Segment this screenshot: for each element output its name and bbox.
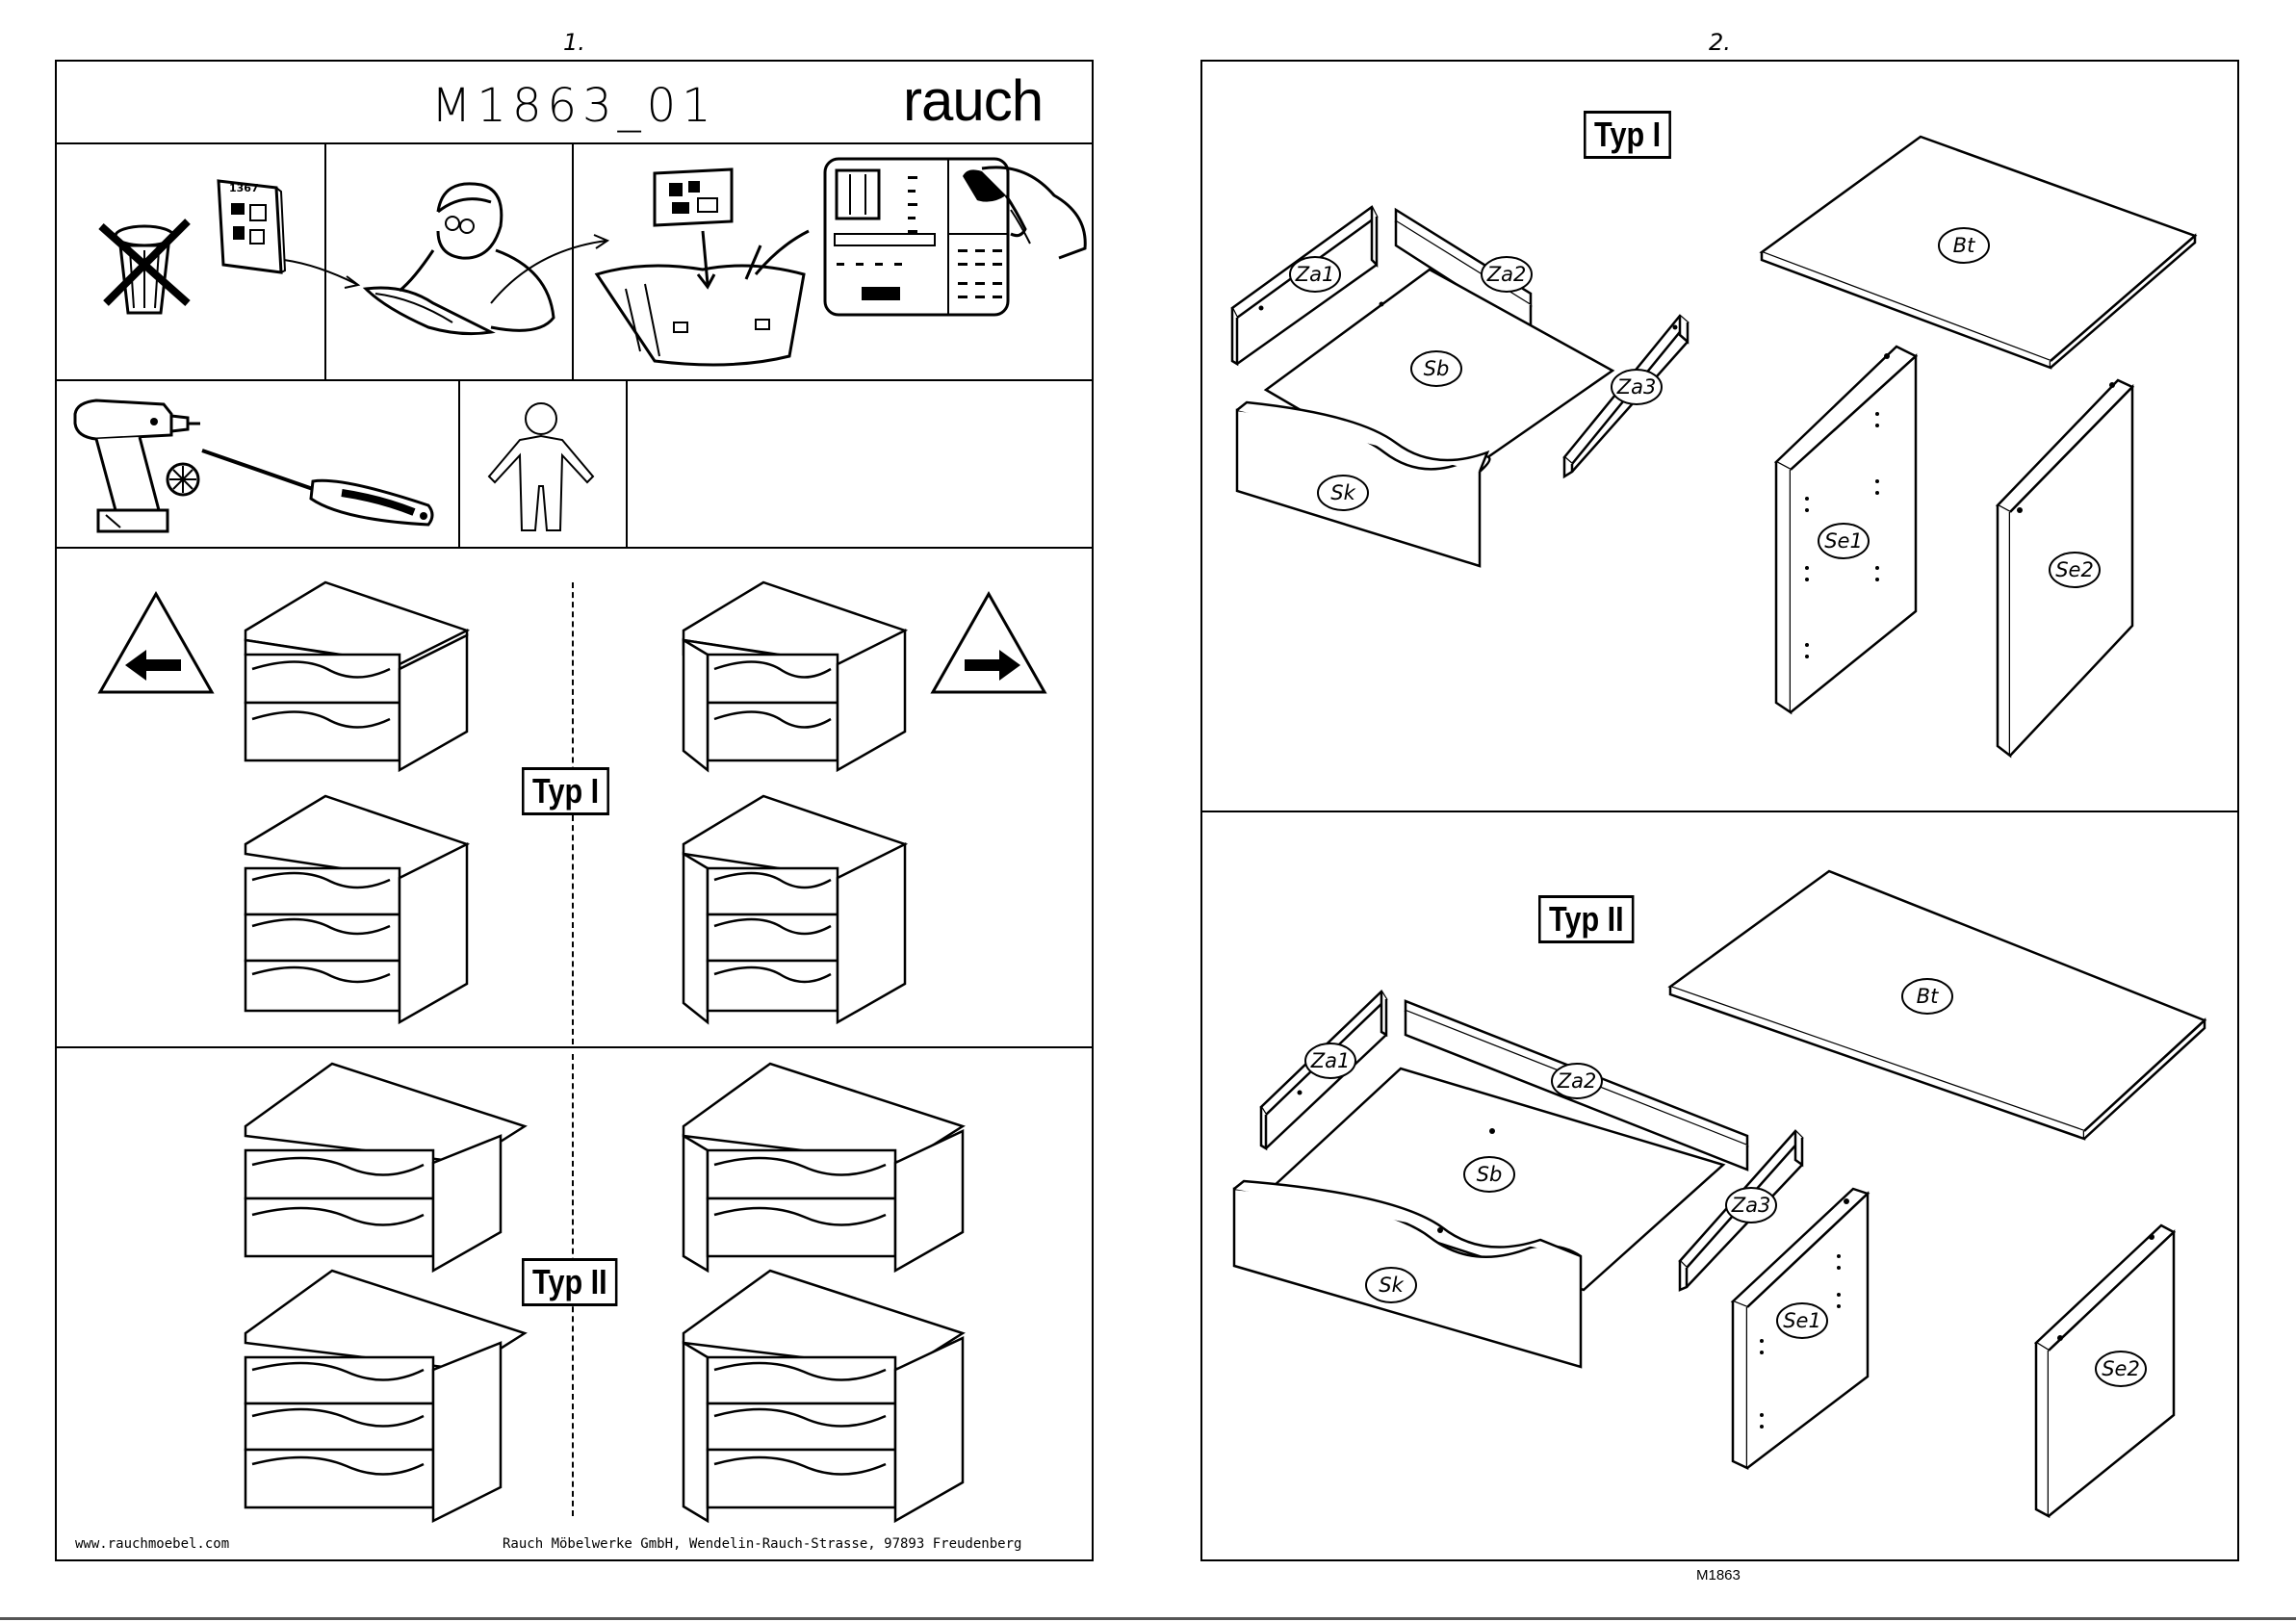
phillips-bit-icon <box>164 460 202 499</box>
cabinet-3drawer-right <box>679 791 910 1037</box>
brand-logo: rauch <box>903 67 1043 134</box>
header-divider <box>55 142 1094 144</box>
label2-sk: Sk <box>1379 1274 1404 1297</box>
file-folder-icon <box>587 164 818 375</box>
label-se2: Se2 <box>2055 558 2094 581</box>
bottom-edge <box>0 1617 2296 1620</box>
left-arrow-warning-icon <box>96 590 217 696</box>
label-sb: Sb <box>1424 357 1450 380</box>
footer-address: Rauch Möbelwerke GmbH, Wendelin-Rauch-St… <box>503 1536 1021 1552</box>
wide-cabinet-2drawer-left <box>241 1059 529 1275</box>
typ2-exploded-drawings: Za1 Za2 Sb Za3 Sk Bt Se1 Se2 <box>1213 866 2224 1540</box>
typ1-label: Typ I <box>522 767 609 815</box>
parts-sheet-icon <box>823 157 1093 321</box>
manual-book-number: 1367 <box>229 182 259 194</box>
label2-sb: Sb <box>1477 1163 1503 1186</box>
typ1-exploded-drawings: Za1 Za2 Sb Za3 Sk Bt Se1 Se2 <box>1213 125 2224 741</box>
label2-za3: Za3 <box>1731 1194 1771 1217</box>
typ2-label: Typ II <box>522 1258 618 1306</box>
page1-number: 1. <box>563 29 585 56</box>
cabinet-3drawer-left <box>241 791 472 1037</box>
label-za3: Za3 <box>1616 375 1657 399</box>
right-arrow-warning-icon <box>929 590 1049 696</box>
page2-code: M1863 <box>1696 1567 1741 1583</box>
one-person-icon <box>481 399 601 534</box>
label-za2: Za2 <box>1486 263 1527 286</box>
wide-cabinet-3drawer-right <box>679 1266 967 1531</box>
screwdriver-icon <box>197 443 438 539</box>
label2-se2: Se2 <box>2102 1357 2140 1380</box>
label2-za2: Za2 <box>1557 1069 1597 1093</box>
page2-divider <box>1200 811 2239 812</box>
label2-bt: Bt <box>1917 985 1939 1008</box>
document-title: M1863_01 <box>431 79 717 133</box>
label2-za1: Za1 <box>1310 1049 1351 1072</box>
no-trash-icon <box>91 207 197 322</box>
label2-se1: Se1 <box>1783 1309 1821 1332</box>
page2-number: 2. <box>1709 29 1731 56</box>
cabinet-2drawer-right <box>679 578 910 785</box>
label-se1: Se1 <box>1824 529 1863 553</box>
cabinet-2drawer-left <box>241 578 472 785</box>
footer-website[interactable]: www.rauchmoebel.com <box>75 1536 229 1552</box>
label-sk: Sk <box>1330 481 1355 504</box>
wide-cabinet-2drawer-right <box>679 1059 967 1275</box>
label-za1: Za1 <box>1295 263 1335 286</box>
wide-cabinet-3drawer-left <box>241 1266 529 1531</box>
label-bt: Bt <box>1953 234 1975 257</box>
